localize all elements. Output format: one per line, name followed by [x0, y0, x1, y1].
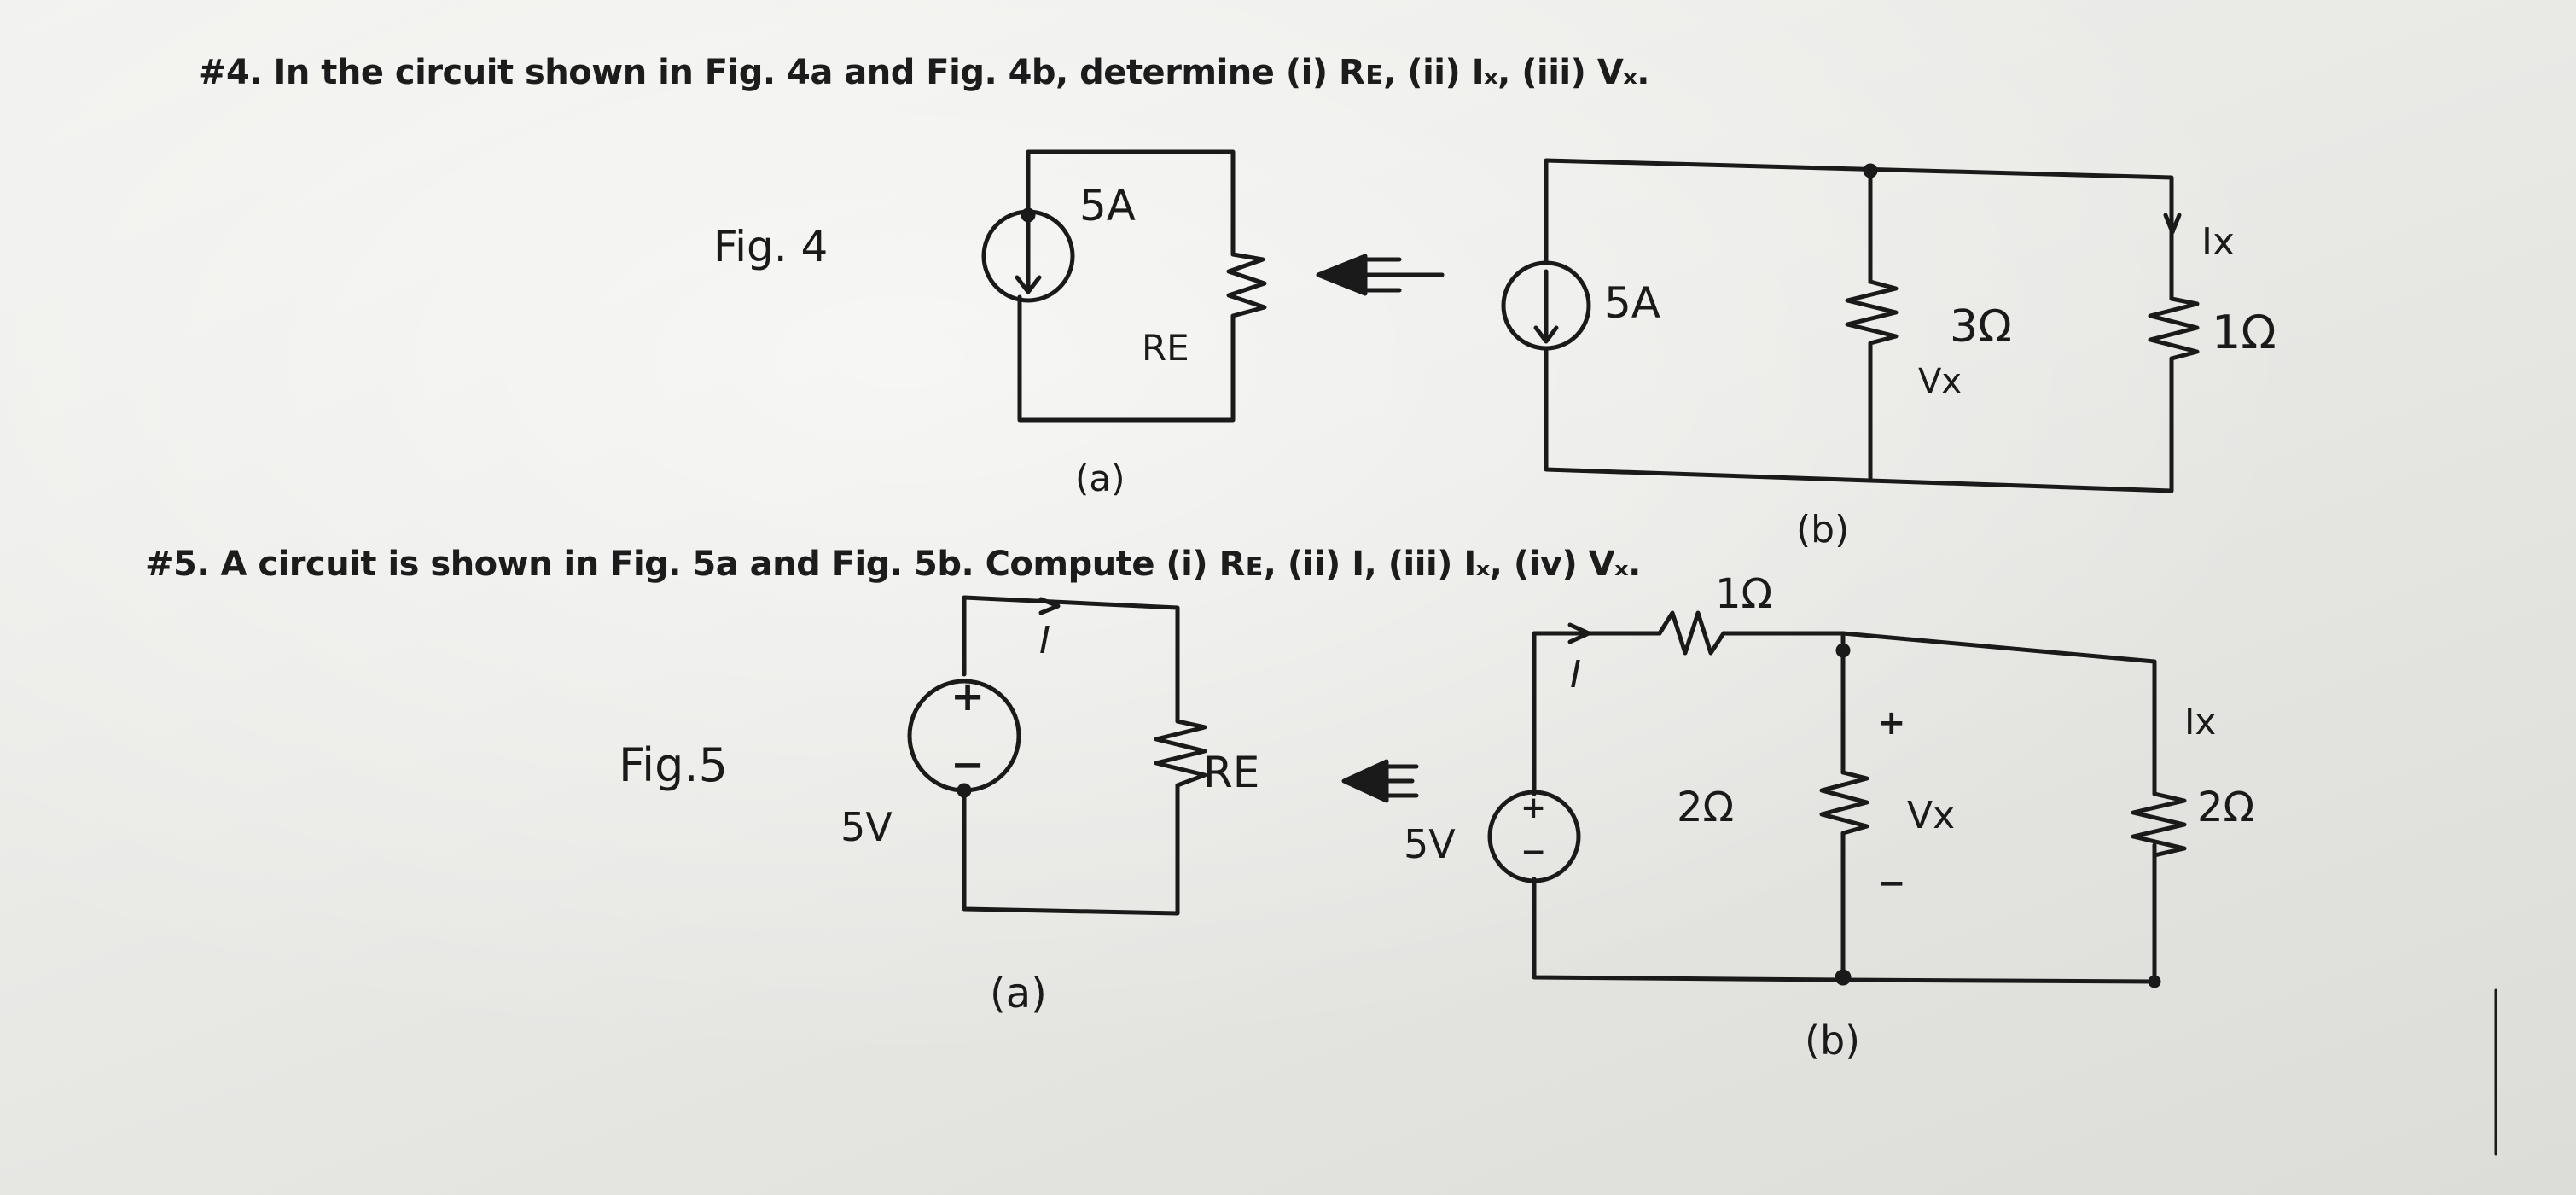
fig5b-plus-sign: +	[1877, 703, 1906, 743]
fig4b-caption: (b)	[1796, 508, 1849, 551]
fig5a-caption: (a)	[990, 970, 1047, 1017]
fig5-title: Fig.5	[619, 738, 728, 792]
fig4b-circuit	[1501, 158, 2200, 493]
fig5b-current-label: I	[1570, 653, 1581, 697]
fig5b-ix-label: Ix	[2184, 701, 2216, 743]
fig5a-circuit	[907, 595, 1207, 916]
current-source-icon	[1501, 260, 1591, 351]
fig5b-minus-sign: −	[1877, 864, 1906, 903]
resistor-icon	[1845, 279, 1899, 481]
fig5b-source-plus: +	[1521, 790, 1546, 825]
fig5b-source-minus: −	[1521, 835, 1546, 870]
fig5a-current-label: I	[1039, 619, 1050, 662]
voltage-source-icon	[1487, 790, 1581, 883]
fig4b-vx-label: Vx	[1918, 362, 1962, 401]
fig5b-vx-label: Vx	[1907, 794, 1955, 837]
fig5a-resistor-label: RE	[1203, 748, 1259, 797]
fig5a-minus-sign: −	[951, 741, 985, 789]
problem-5-text: #5. A circuit is shown in Fig. 5a and Fi…	[145, 545, 1641, 584]
fig5a-source-label: 5V	[840, 804, 893, 850]
resistor-icon	[2148, 296, 2200, 361]
resistor-icon	[1226, 252, 1267, 325]
fig4b-r1-label: 3Ω	[1950, 301, 2012, 353]
problem-4-text: #4. In the circuit shown in Fig. 4a and …	[198, 53, 1650, 92]
fig5b-r1-label: 2Ω	[1677, 784, 1734, 831]
fig4a-caption: (a)	[1075, 458, 1125, 499]
fig4-title: Fig. 4	[713, 222, 828, 271]
equivalence-arrow-icon	[1341, 759, 1419, 803]
resistor-icon	[1657, 610, 1726, 656]
fig4a-circuit	[981, 149, 1267, 423]
resistor-icon	[2131, 791, 2187, 858]
fig4a-source-label: 5A	[1079, 181, 1136, 230]
fig4b-source-label: 5A	[1604, 278, 1660, 328]
fig4b-r2-label: 1Ω	[2212, 306, 2277, 359]
fig5b-source-label: 5V	[1404, 821, 1456, 867]
fig5b-r2-label: 2Ω	[2197, 784, 2254, 831]
fig5b-circuit	[1487, 610, 2187, 988]
fig5b-caption: (b)	[1805, 1017, 1860, 1064]
fig4b-ix-label: Ix	[2201, 220, 2235, 264]
equivalence-arrow-icon	[1316, 254, 1445, 296]
fig4a-resistor-label: RE	[1142, 327, 1189, 369]
resistor-icon	[1154, 719, 1207, 796]
fig5a-plus-sign: +	[951, 673, 985, 720]
resistor-icon	[1819, 770, 1869, 982]
fig5b-series-resistor-label: 1Ω	[1715, 570, 1772, 618]
